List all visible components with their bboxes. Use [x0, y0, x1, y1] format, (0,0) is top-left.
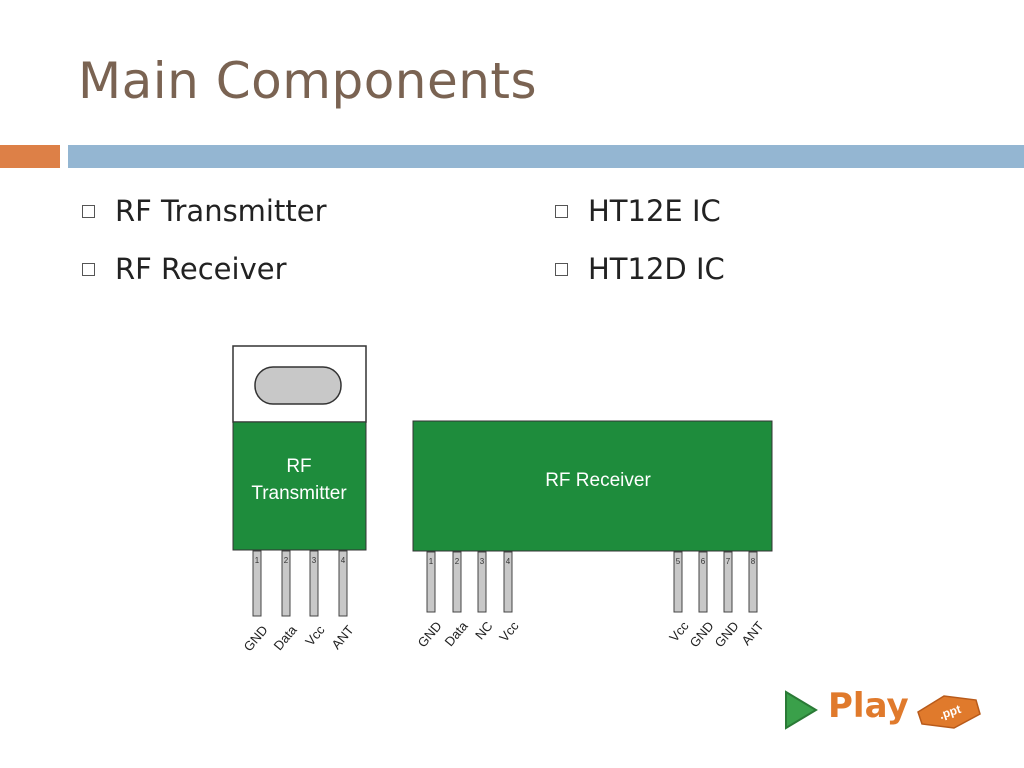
play-logo: Play .ppt — [784, 686, 984, 738]
receiver-pin-number: 4 — [506, 557, 511, 566]
receiver-pin — [477, 551, 487, 613]
transmitter-label-line2: Transmitter — [251, 483, 347, 504]
bullet-item: RF Transmitter — [82, 182, 327, 240]
transmitter-body — [232, 421, 367, 551]
transmitter-pin — [338, 550, 348, 617]
bullet-square-icon — [555, 204, 568, 218]
transmitter-pin-label: GND — [241, 622, 271, 654]
transmitter-pin — [281, 550, 291, 617]
receiver-pin-number: 7 — [726, 557, 731, 566]
receiver-pin-number: 5 — [676, 557, 681, 566]
receiver-pin-label: GND — [415, 618, 445, 650]
receiver-pin — [748, 551, 758, 613]
bullet-item: HT12D IC — [555, 240, 725, 298]
receiver-pin-label: Data — [442, 618, 472, 649]
receiver-pin-number: 8 — [751, 557, 756, 566]
rf-receiver-module: RF Receiver 1GND2Data3NC4Vcc5Vcc6GND7GND… — [412, 420, 773, 650]
receiver-pin — [673, 551, 683, 613]
receiver-label: RF Receiver — [545, 470, 651, 491]
receiver-pin-number: 6 — [701, 557, 706, 566]
bullet-text: HT12D IC — [588, 252, 725, 286]
transmitter-crystal — [254, 366, 342, 405]
bullet-square-icon — [555, 262, 568, 276]
receiver-pin-label: GND — [712, 618, 742, 650]
receiver-pin — [503, 551, 513, 613]
ppt-badge-label: .ppt — [937, 702, 962, 722]
receiver-pin — [723, 551, 733, 613]
bullet-text: RF Transmitter — [115, 194, 327, 228]
play-arrow-icon — [785, 690, 818, 730]
bullet-text: HT12E IC — [588, 194, 721, 228]
bullet-item: RF Receiver — [82, 240, 327, 298]
receiver-pin-number: 2 — [455, 557, 460, 566]
title-divider-bar — [68, 145, 1024, 168]
bullet-square-icon — [82, 262, 95, 276]
title-accent-bar — [0, 145, 60, 168]
bullet-item: HT12E IC — [555, 182, 725, 240]
transmitter-pin-label: Data — [271, 622, 301, 653]
bullet-text: RF Receiver — [115, 252, 287, 286]
slide-title: Main Components — [78, 52, 538, 110]
transmitter-pin — [309, 550, 319, 617]
play-label: Play — [828, 686, 909, 726]
receiver-pin — [426, 551, 436, 613]
bullet-square-icon — [82, 204, 95, 218]
receiver-body — [412, 420, 773, 552]
transmitter-pin-number: 4 — [341, 556, 346, 565]
receiver-pin — [698, 551, 708, 613]
transmitter-pin-label: ANT — [328, 622, 356, 652]
transmitter-pin-label: Vcc — [302, 622, 328, 649]
transmitter-pin — [252, 550, 262, 617]
ppt-badge-icon: .ppt — [917, 695, 981, 729]
receiver-pin-number: 1 — [429, 557, 434, 566]
transmitter-label-line1: RF — [286, 456, 311, 477]
receiver-pin-label: Vcc — [496, 618, 522, 645]
bullet-list-right: HT12E IC HT12D IC — [555, 182, 725, 298]
bullet-list-left: RF Transmitter RF Receiver — [82, 182, 327, 298]
receiver-pin-number: 3 — [480, 557, 485, 566]
transmitter-pin-number: 3 — [312, 556, 317, 565]
transmitter-pin-number: 1 — [255, 556, 260, 565]
receiver-pin-label: NC — [472, 618, 496, 642]
transmitter-pin-number: 2 — [284, 556, 289, 565]
receiver-pin-label: GND — [687, 618, 717, 650]
receiver-pin-label: ANT — [738, 618, 766, 648]
receiver-pin — [452, 551, 462, 613]
